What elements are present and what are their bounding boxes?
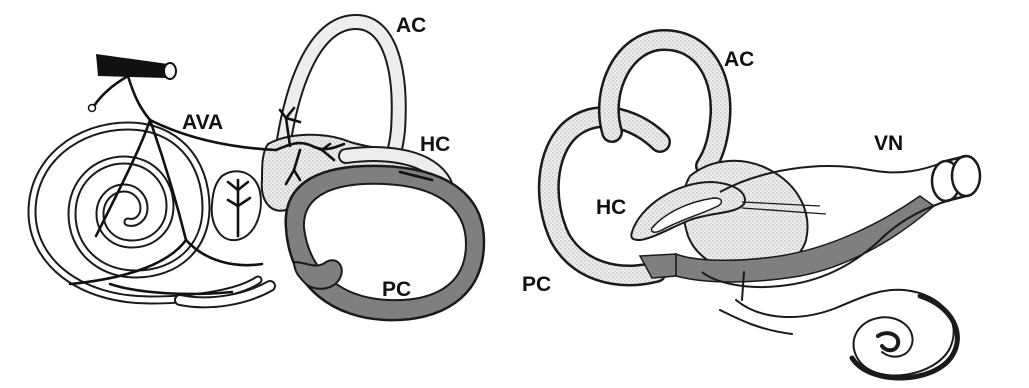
left-label-pc: PC xyxy=(382,278,411,301)
left-label-hc: HC xyxy=(420,133,450,156)
left-label-ava: AVA xyxy=(182,111,223,134)
right-label-vn: VN xyxy=(874,132,903,155)
right-label-ac: AC xyxy=(724,48,754,71)
right-panel: AC VN HC PC xyxy=(522,40,980,378)
left-label-ac: AC xyxy=(396,14,426,37)
right-label-pc: PC xyxy=(522,273,551,296)
left-panel: AC AVA HC PC xyxy=(32,14,484,320)
right-label-hc: HC xyxy=(596,196,626,219)
left-vessel-stump xyxy=(89,54,177,112)
